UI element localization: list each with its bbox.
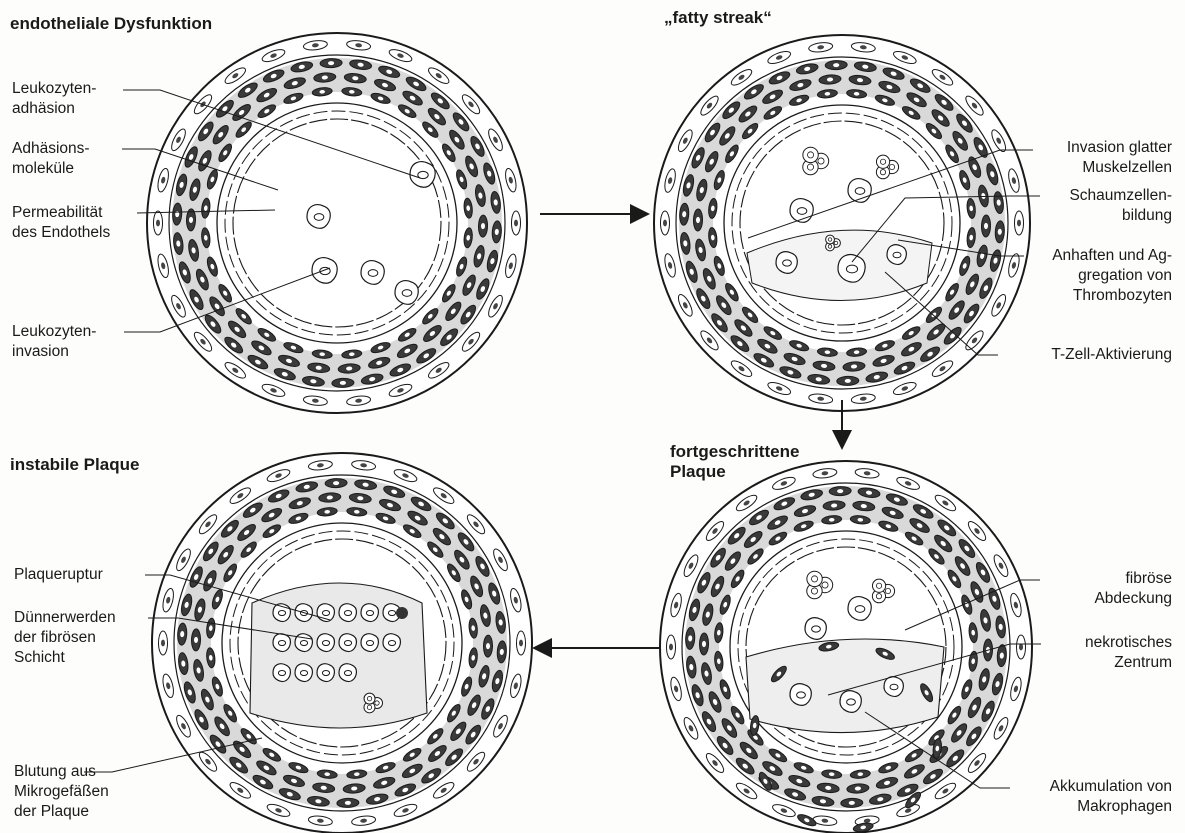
label-foam-cell-formation: Schaumzellen-bildung [1069,186,1172,226]
vessel-fatty-streak [654,35,1030,411]
panel-title-fatty-streak: „fatty streak“ [664,8,772,28]
label-plaque-rupture: Plaqueruptur [14,565,103,585]
vessel-endothelial-dysfunction [147,33,527,413]
label-leukocyte-adhesion: Leukozyten-adhäsion [12,79,96,119]
label-t-cell-activation: T-Zell-Aktivierung [1051,345,1172,365]
vessel-advanced-plaque [660,461,1032,833]
panel-title-unstable-plaque: instabile Plaque [10,455,139,475]
label-leukocyte-invasion: Leukozyten-invasion [12,322,96,362]
vessel-unstable-plaque [152,453,532,833]
label-adhesion-molecules: Adhäsions-moleküle [12,139,90,179]
panel-title-endothelial-dysfunction: endotheliale Dysfunktion [10,14,212,34]
